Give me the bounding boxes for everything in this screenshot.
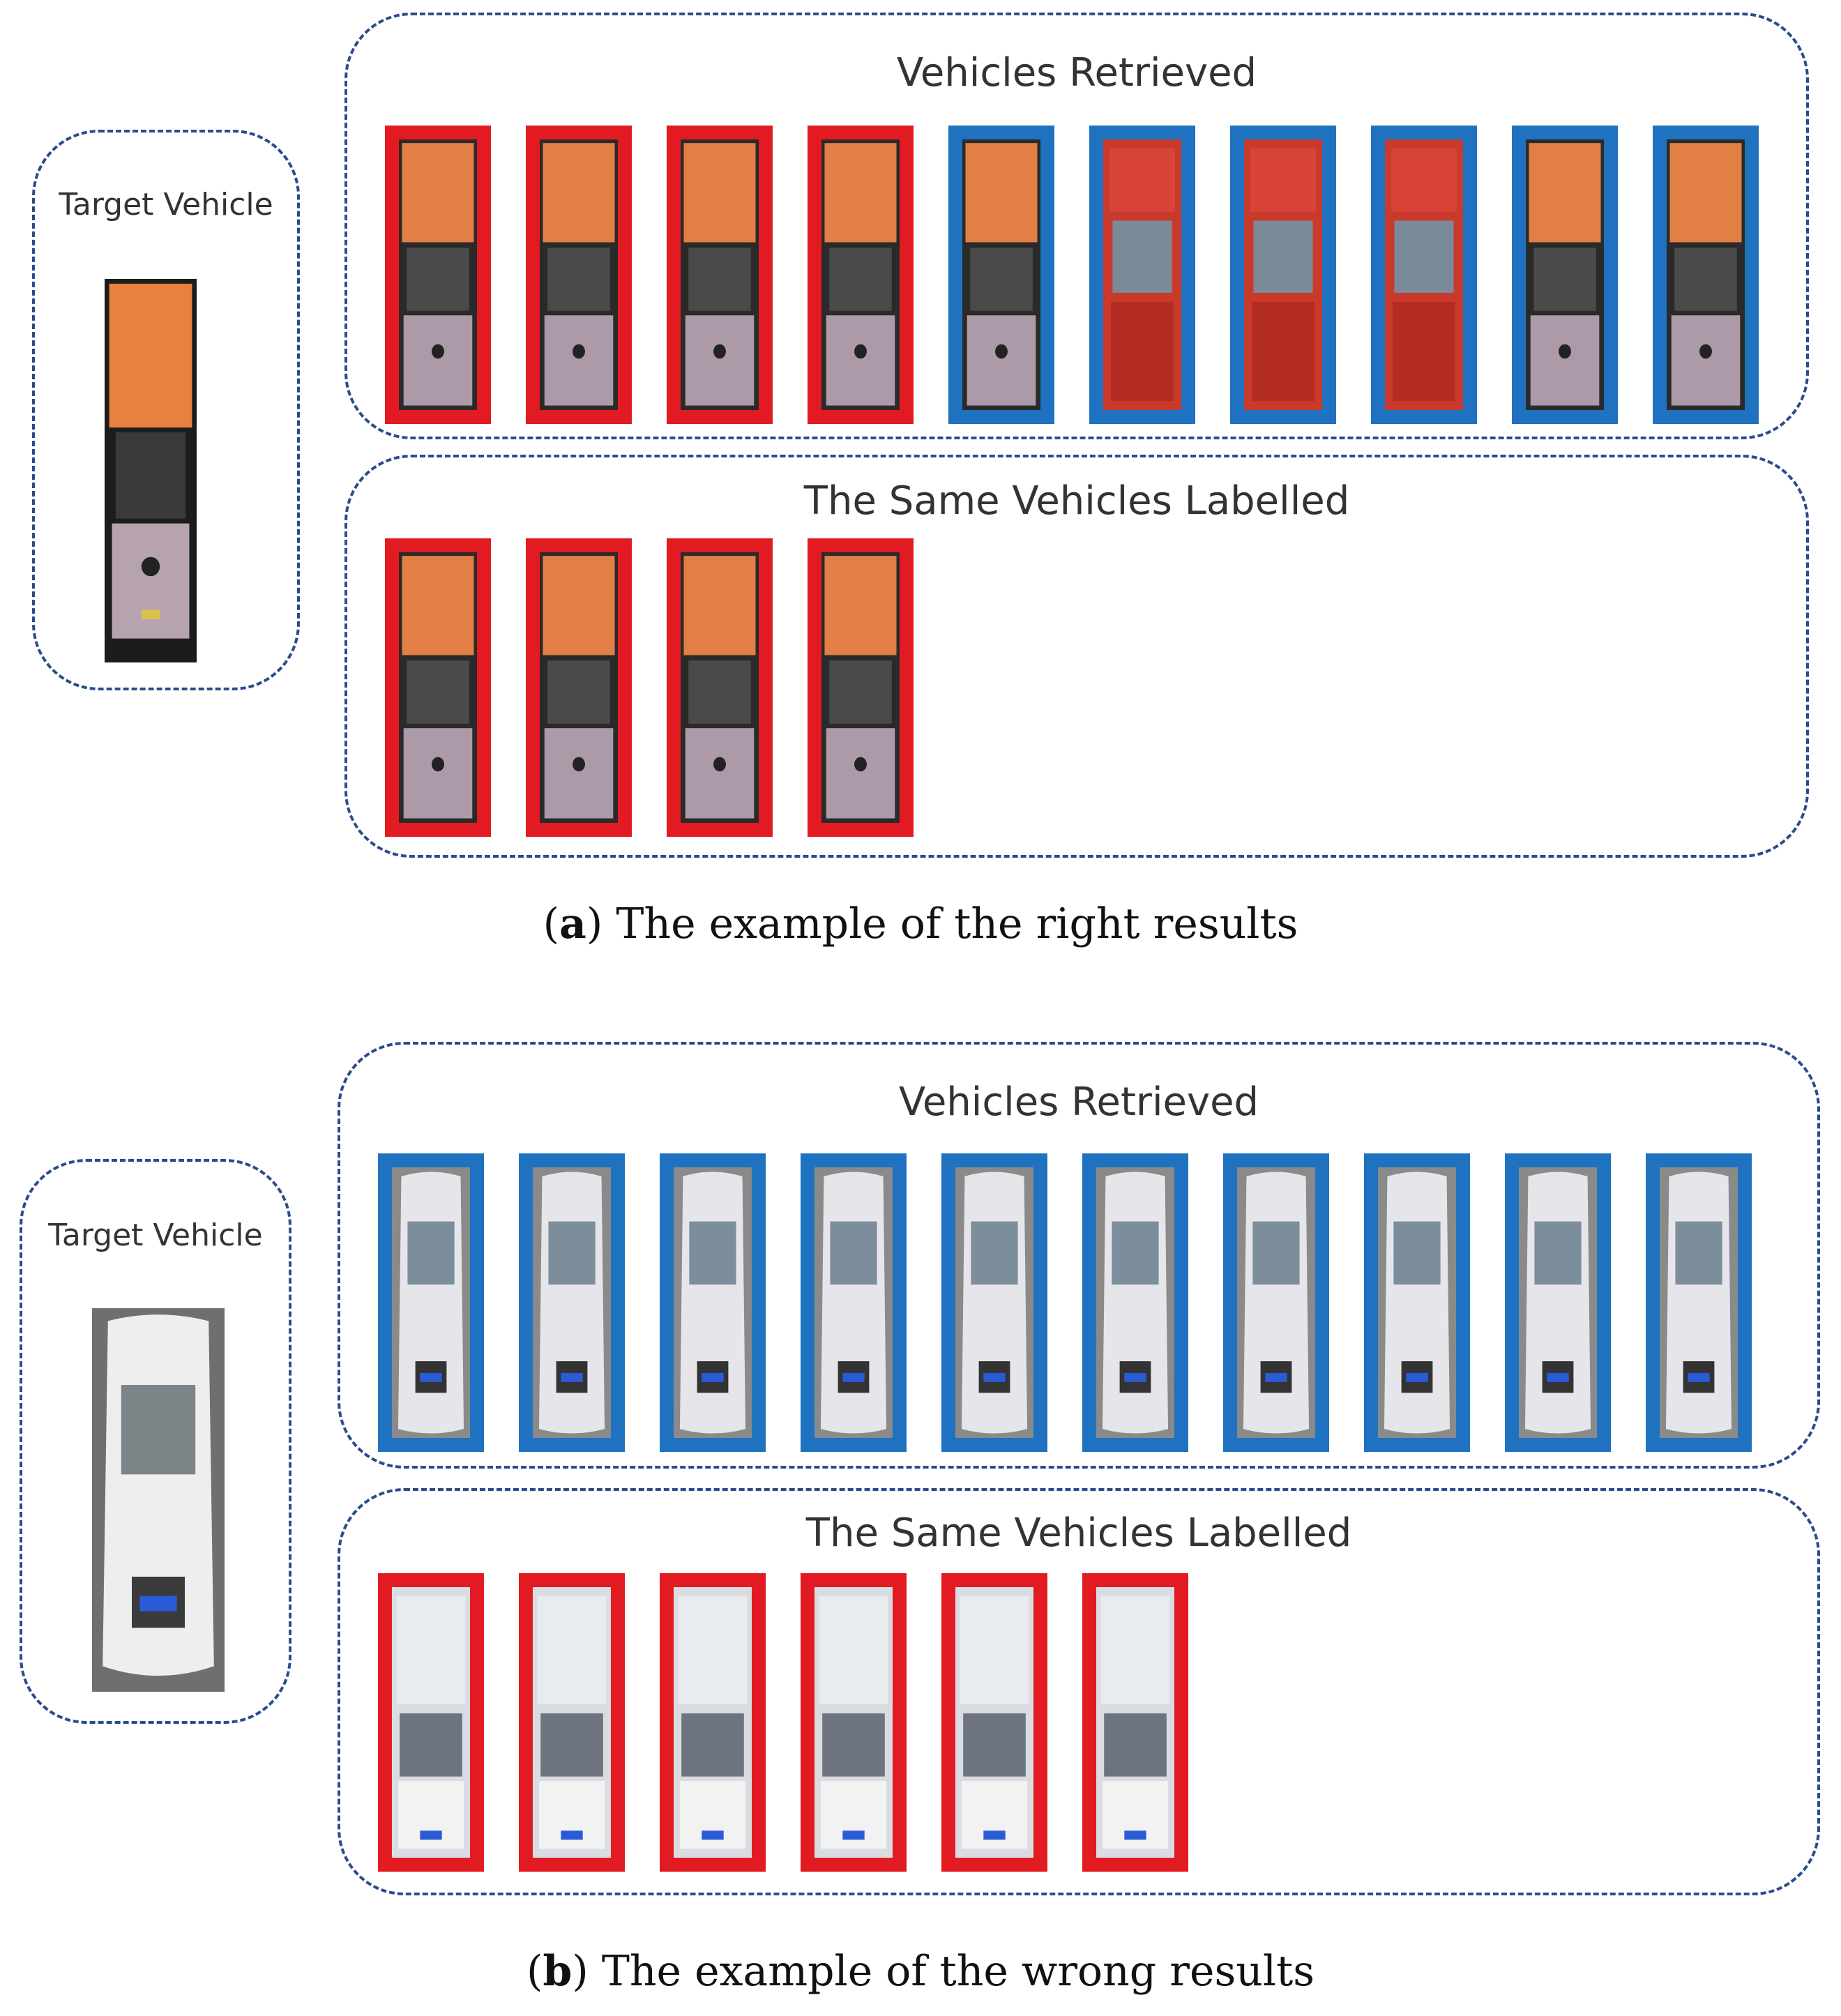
vehicle-thumbnail-nonmatch — [1505, 1153, 1611, 1452]
labelled-row-b — [378, 1573, 1223, 1872]
vehicle-thumbnail-nonmatch — [1371, 126, 1477, 424]
vehicle-thumbnail-match — [1082, 1573, 1188, 1872]
vehicle-thumbnail-nonmatch — [941, 1153, 1047, 1452]
target-label-b: Target Vehicle — [48, 1218, 263, 1253]
vehicle-thumbnail-nonmatch — [801, 1153, 907, 1452]
vehicle-thumbnail-match — [808, 126, 914, 424]
vehicle-thumbnail-match — [667, 126, 773, 424]
caption-a-close: ) — [586, 900, 603, 948]
retrieved-row-b — [378, 1153, 1787, 1452]
caption-a-letter: a — [559, 900, 586, 948]
vehicle-thumbnail-nonmatch — [378, 1153, 484, 1452]
target-panel-a: Target Vehicle — [32, 130, 300, 690]
vehicle-thumbnail-nonmatch — [1646, 1153, 1752, 1452]
retrieved-panel-a: Vehicles Retrieved — [344, 13, 1809, 439]
retrieved-panel-b: Vehicles Retrieved — [338, 1042, 1820, 1469]
caption-b-text: The example of the wrong results — [588, 1947, 1315, 1996]
vehicle-thumbnail-nonmatch — [1230, 126, 1336, 424]
target-vehicle-image-b — [92, 1308, 225, 1692]
caption-b-close: ) — [572, 1947, 589, 1996]
target-label-a: Target Vehicle — [59, 187, 273, 222]
retrieved-title-a: Vehicles Retrieved — [896, 50, 1257, 96]
labelled-title-a: The Same Vehicles Labelled — [803, 478, 1350, 524]
target-vehicle-image-a — [105, 279, 197, 662]
caption-b: (b) The example of the wrong results — [0, 1947, 1841, 1996]
vehicle-thumbnail-match — [526, 538, 632, 837]
vehicle-thumbnail-match — [385, 538, 491, 837]
target-panel-b: Target Vehicle — [20, 1159, 291, 1724]
vehicle-thumbnail-nonmatch — [1082, 1153, 1188, 1452]
vehicle-thumbnail-nonmatch — [1364, 1153, 1470, 1452]
vehicle-thumbnail-match — [941, 1573, 1047, 1872]
labelled-title-b: The Same Vehicles Labelled — [805, 1510, 1352, 1556]
vehicle-thumbnail-match — [801, 1573, 907, 1872]
vehicle-thumbnail-match — [385, 126, 491, 424]
vehicle-thumbnail-nonmatch — [1512, 126, 1618, 424]
caption-a-open: ( — [543, 900, 560, 948]
retrieved-row-a — [385, 126, 1794, 424]
vehicle-thumbnail-match — [519, 1573, 625, 1872]
vehicle-thumbnail-match — [667, 538, 773, 837]
vehicle-thumbnail-nonmatch — [660, 1153, 766, 1452]
vehicle-thumbnail-nonmatch — [1223, 1153, 1329, 1452]
caption-b-open: ( — [526, 1947, 543, 1996]
labelled-panel-a: The Same Vehicles Labelled — [344, 455, 1809, 858]
vehicle-thumbnail-nonmatch — [948, 126, 1054, 424]
caption-b-letter: b — [543, 1947, 573, 1996]
vehicle-thumbnail-match — [660, 1573, 766, 1872]
vehicle-thumbnail-match — [526, 126, 632, 424]
vehicle-thumbnail-nonmatch — [1089, 126, 1195, 424]
labelled-panel-b: The Same Vehicles Labelled — [338, 1488, 1820, 1895]
vehicle-thumbnail-match — [378, 1573, 484, 1872]
vehicle-thumbnail-nonmatch — [519, 1153, 625, 1452]
labelled-row-a — [385, 538, 948, 837]
caption-a-text: The example of the right results — [603, 900, 1298, 948]
retrieved-title-b: Vehicles Retrieved — [898, 1079, 1259, 1125]
caption-a: (a) The example of the right results — [0, 900, 1841, 948]
vehicle-thumbnail-nonmatch — [1653, 126, 1759, 424]
vehicle-thumbnail-match — [808, 538, 914, 837]
